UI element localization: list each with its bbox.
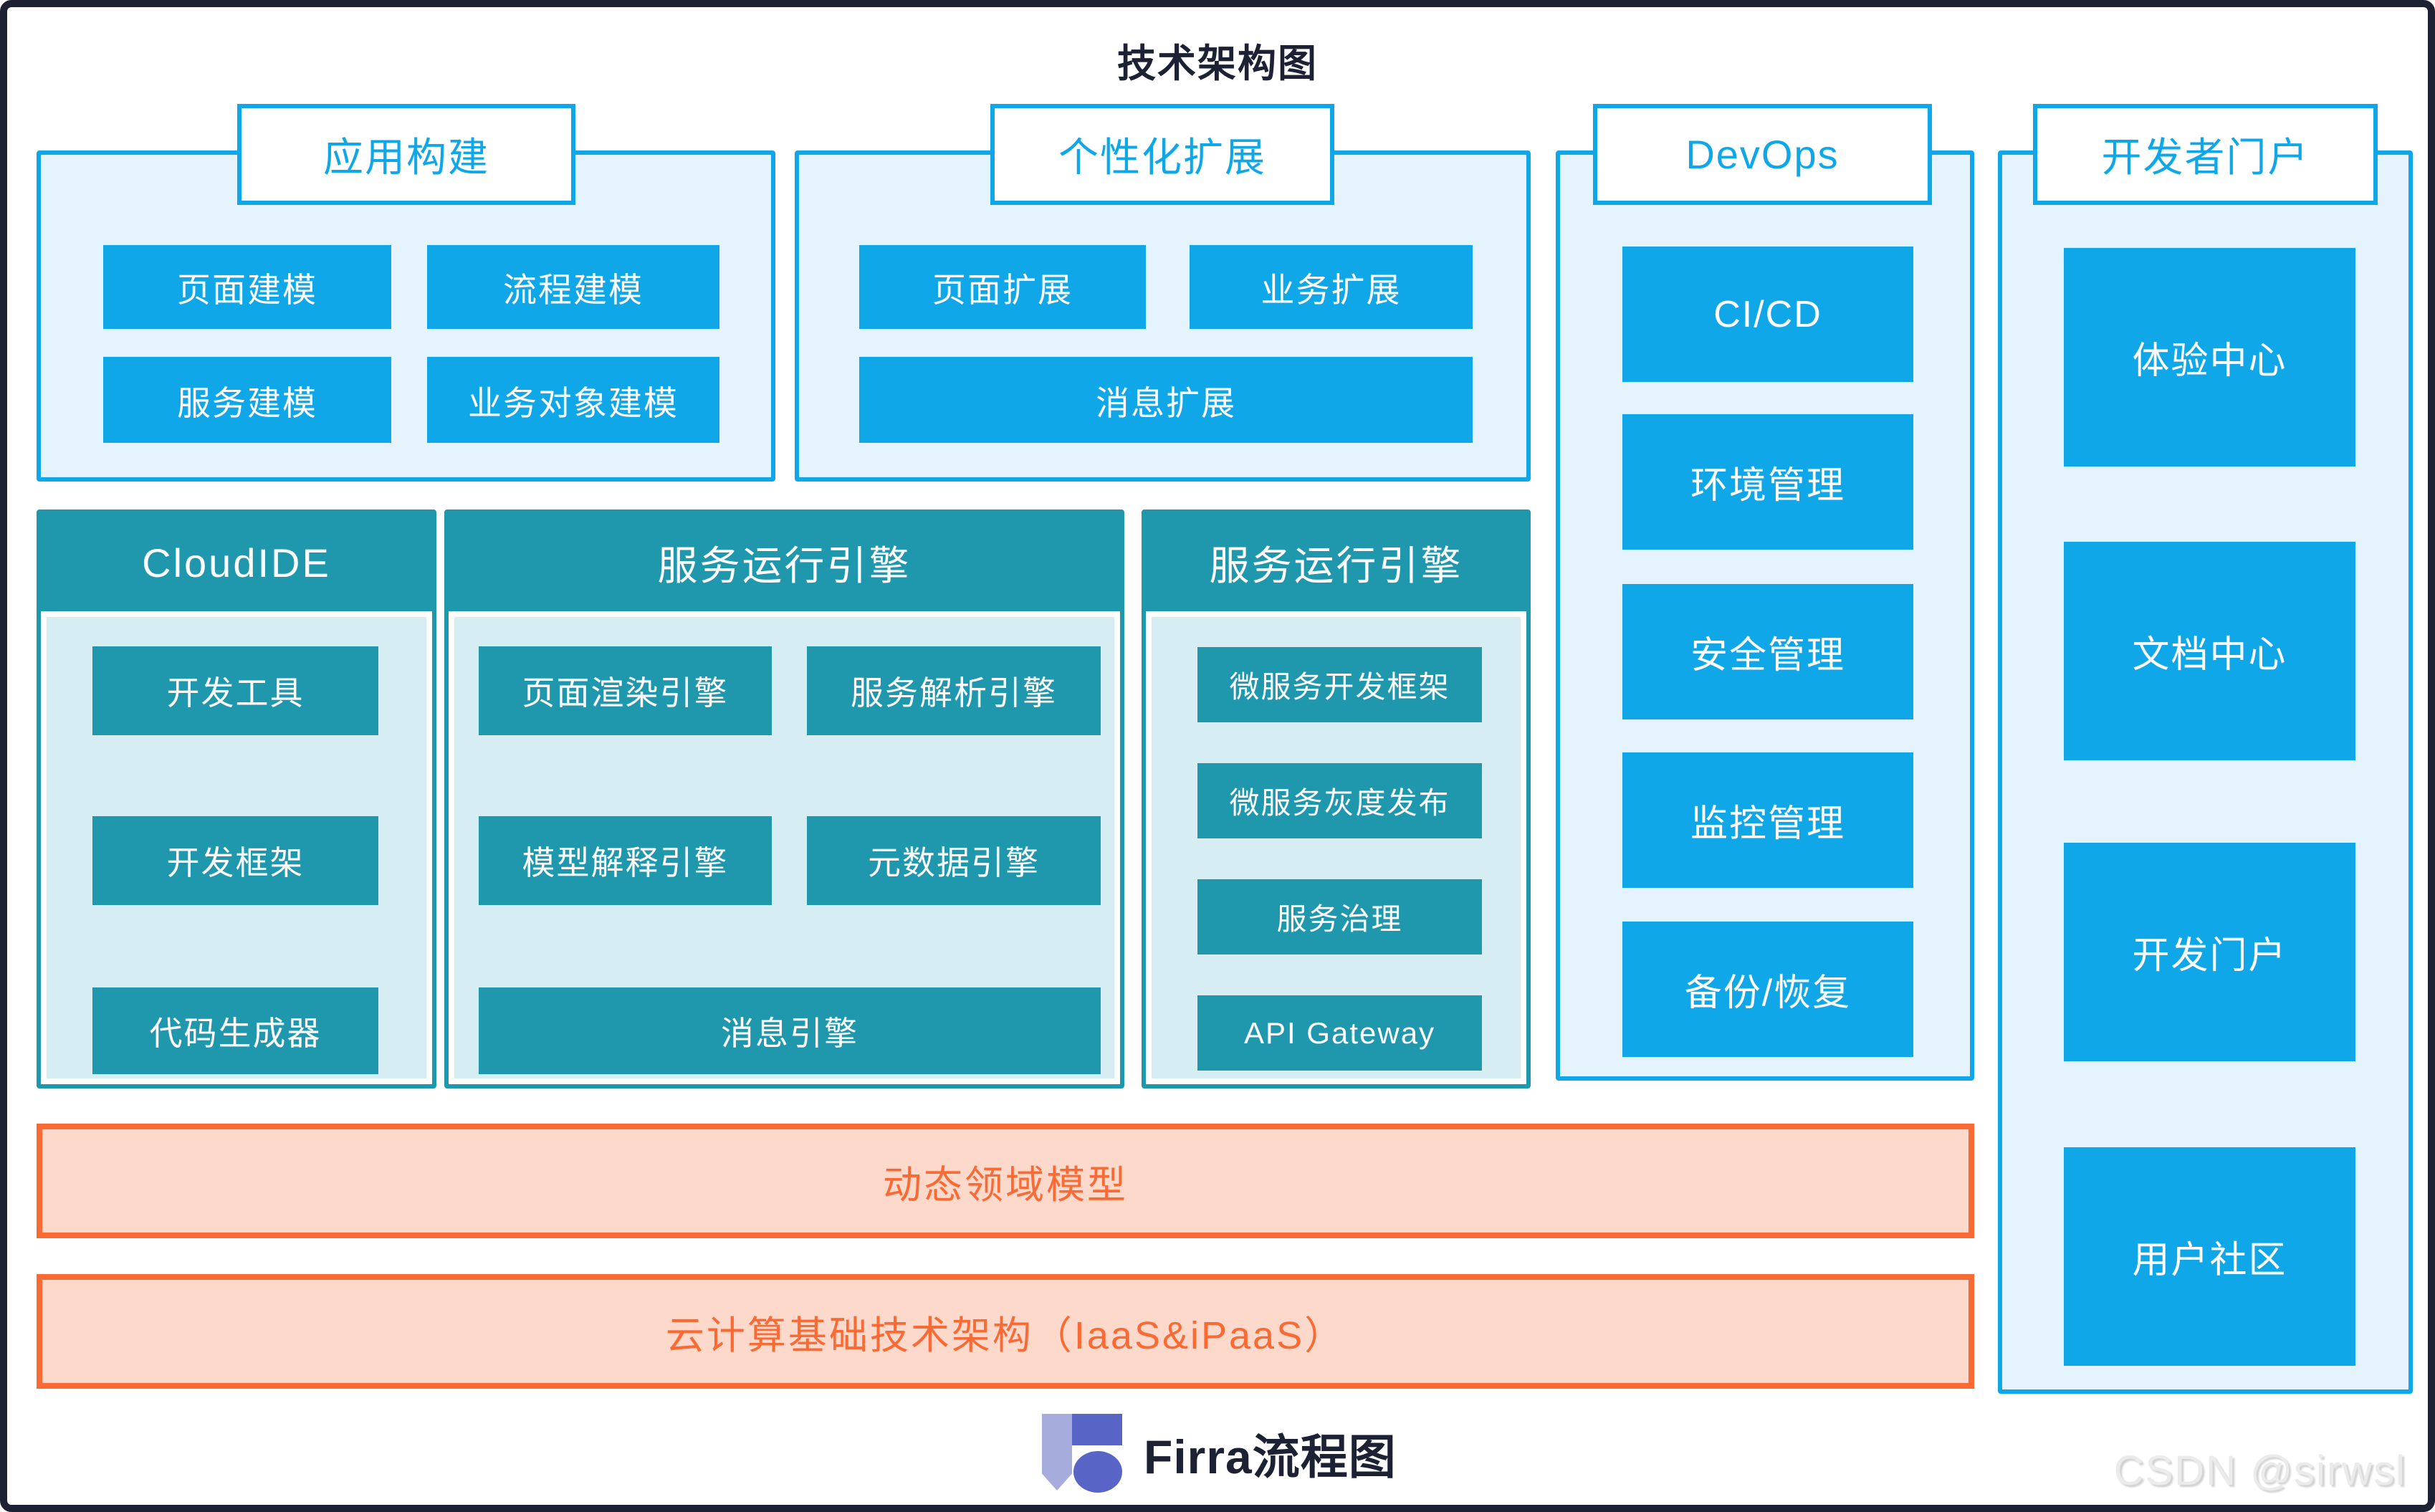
header-devops-label: DevOps (1685, 132, 1840, 177)
header-personalization-label: 个性化扩展 (1058, 135, 1266, 180)
panel-devops: CI/CD 环境管理 安全管理 监控管理 备份/恢复 (1556, 150, 1974, 1081)
csdn-watermark: CSDN @sirwsl (2113, 1448, 2406, 1494)
box-business-extension: 业务扩展 (1190, 245, 1473, 329)
header-developer-portal-label: 开发者门户 (2101, 135, 2310, 180)
box-microservice-gray-release: 微服务灰度发布 (1197, 763, 1482, 838)
bar-cloud-infrastructure: 云计算基础技术架构（IaaS&iPaaS） (37, 1274, 1974, 1389)
header-cloud-ide: CloudIDE (41, 514, 432, 611)
box-service-governance: 服务治理 (1197, 879, 1482, 954)
logo-dot-shape (1073, 1451, 1122, 1493)
box-dev-portal: 开发门户 (2064, 843, 2355, 1061)
bar-dynamic-domain-model: 动态领域模型 (37, 1124, 1974, 1238)
logo-square-shape (1072, 1414, 1122, 1445)
box-environment-management: 环境管理 (1622, 414, 1913, 550)
panel-service-engine-micro: 服务运行引擎 微服务开发框架 微服务灰度发布 服务治理 API Gateway (1142, 509, 1531, 1088)
box-business-object-modeling: 业务对象建模 (427, 357, 719, 443)
box-security-management: 安全管理 (1622, 584, 1913, 719)
panel-app-build: 页面建模 流程建模 服务建模 业务对象建模 (37, 150, 775, 482)
panel-cloud-ide: CloudIDE 开发工具 开发框架 代码生成器 (37, 509, 436, 1088)
box-experience-center: 体验中心 (2064, 248, 2355, 466)
box-backup-recovery: 备份/恢复 (1622, 922, 1913, 1057)
header-devops: DevOps (1593, 104, 1932, 205)
box-dev-tools: 开发工具 (92, 646, 378, 735)
header-app-build: 应用构建 (237, 104, 575, 205)
box-page-extension: 页面扩展 (859, 245, 1146, 329)
header-developer-portal: 开发者门户 (2033, 104, 2378, 205)
box-service-modeling: 服务建模 (103, 357, 391, 443)
box-page-render-engine: 页面渲染引擎 (479, 646, 772, 735)
box-page-modeling: 页面建模 (103, 245, 391, 329)
footer-brand-label: Firra流程图 (1144, 1430, 1397, 1483)
box-model-interpret-engine: 模型解释引擎 (479, 816, 772, 905)
panel-personalization: 页面扩展 业务扩展 消息扩展 (795, 150, 1531, 482)
header-service-engine-micro: 服务运行引擎 (1146, 514, 1526, 611)
footer-brand: Firra流程图 (1042, 1413, 1397, 1493)
header-personalization: 个性化扩展 (990, 104, 1334, 205)
box-cicd: CI/CD (1622, 247, 1913, 382)
diagram-title: 技术架构图 (1117, 42, 1318, 85)
box-code-generator: 代码生成器 (92, 987, 378, 1074)
box-dev-framework: 开发框架 (92, 816, 378, 905)
box-process-modeling: 流程建模 (427, 245, 719, 329)
logo-pen-shape (1042, 1414, 1072, 1491)
header-service-engine-core: 服务运行引擎 (449, 514, 1120, 611)
box-service-parse-engine: 服务解析引擎 (807, 646, 1101, 735)
box-monitoring-management: 监控管理 (1622, 752, 1913, 888)
box-user-community: 用户社区 (2064, 1147, 2355, 1366)
box-metadata-engine: 元数据引擎 (807, 816, 1101, 905)
box-message-engine: 消息引擎 (479, 987, 1101, 1074)
header-app-build-label: 应用构建 (323, 135, 489, 180)
panel-developer-portal: 体验中心 文档中心 开发门户 用户社区 (1998, 150, 2413, 1394)
box-doc-center: 文档中心 (2064, 542, 2355, 760)
box-api-gateway: API Gateway (1197, 995, 1482, 1071)
box-message-extension: 消息扩展 (859, 357, 1473, 443)
firra-logo-icon (1042, 1414, 1122, 1493)
panel-service-engine-core: 服务运行引擎 页面渲染引擎 服务解析引擎 模型解释引擎 元数据引擎 消息引擎 (444, 509, 1124, 1088)
box-microservice-dev-framework: 微服务开发框架 (1197, 647, 1482, 722)
